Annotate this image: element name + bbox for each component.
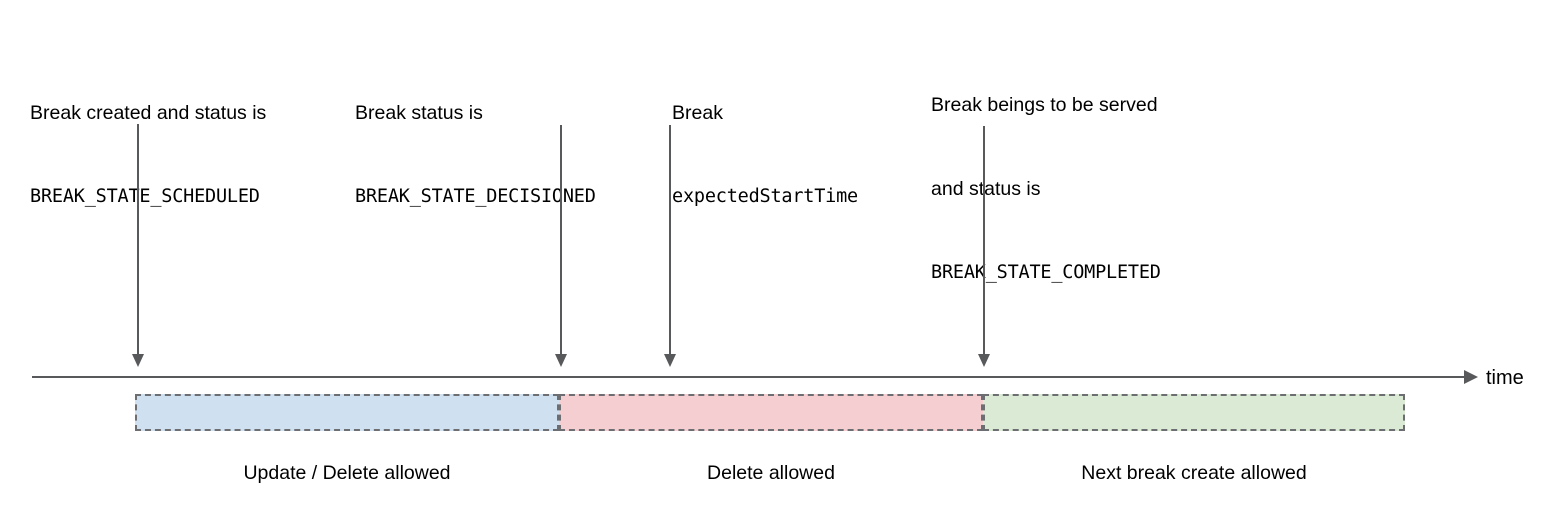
annotation-decisioned: Break status is BREAK_STATE_DECISIONED xyxy=(355,43,596,267)
annotation-decisioned-line-2: BREAK_STATE_DECISIONED xyxy=(355,186,596,207)
annotation-scheduled-line-2: BREAK_STATE_SCHEDULED xyxy=(30,186,260,207)
time-axis-label: time xyxy=(1486,367,1524,389)
annotation-completed-line-3: BREAK_STATE_COMPLETED xyxy=(931,262,1161,283)
arrow-head xyxy=(664,354,676,367)
phase-caption-delete: Delete allowed xyxy=(707,462,835,484)
phase-caption-update-delete: Update / Delete allowed xyxy=(243,462,451,484)
phase-bar-delete xyxy=(559,394,983,431)
annotation-scheduled-line-1: Break created and status is xyxy=(30,102,267,124)
arrow-stem xyxy=(983,126,985,354)
time-axis-line xyxy=(32,376,1469,378)
annotation-decisioned-line-1: Break status is xyxy=(355,102,483,124)
arrow-down-icon-scheduled xyxy=(130,124,146,367)
arrow-head xyxy=(978,354,990,367)
arrow-stem xyxy=(560,125,562,354)
annotation-completed: Break beings to be served and status is … xyxy=(931,35,1161,343)
annotation-completed-line-2: and status is xyxy=(931,178,1041,200)
phase-bar-update-delete xyxy=(135,394,559,431)
arrow-right-icon xyxy=(1464,370,1478,384)
arrow-head xyxy=(555,354,567,367)
annotation-expected-start-time-line-1: Break xyxy=(672,102,723,124)
phase-caption-next-break: Next break create allowed xyxy=(1081,462,1307,484)
annotation-scheduled: Break created and status is BREAK_STATE_… xyxy=(30,43,266,267)
arrow-stem xyxy=(669,125,671,354)
arrow-head xyxy=(132,354,144,367)
annotation-completed-line-1: Break beings to be served xyxy=(931,94,1158,116)
arrow-down-icon-decisioned xyxy=(553,125,569,367)
phase-bar-next-break xyxy=(983,394,1405,431)
arrow-stem xyxy=(137,124,139,354)
arrow-down-icon-completed xyxy=(976,126,992,367)
arrow-down-icon-expected-start-time xyxy=(662,125,678,367)
annotation-expected-start-time: Break expectedStartTime xyxy=(672,43,858,267)
annotation-expected-start-time-line-2: expectedStartTime xyxy=(672,186,858,207)
